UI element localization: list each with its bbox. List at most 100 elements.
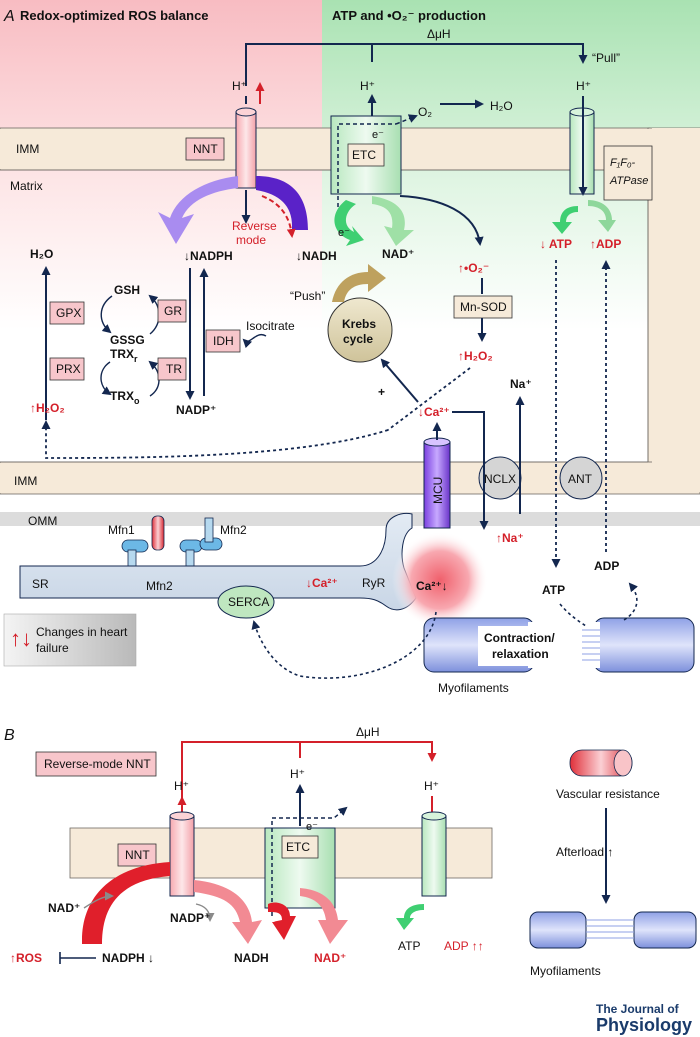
nad-b-in-arrow [83,891,114,909]
proton-motive-loop [245,43,588,86]
nnt-b-label: NNT [125,848,150,862]
atpase-label-1: F₁F₀- [610,157,636,169]
tr-label: TR [166,362,182,376]
nadph-b-flux [82,862,170,944]
mcu-label: MCU [431,477,445,504]
legend-text-2: failure [36,641,69,655]
etc-superoxide-arrow [399,195,484,246]
h-plus-etc-b: H⁺ [290,767,305,781]
e-minus-b-lower: e⁻ [270,913,282,925]
vascular-label: Vascular resistance [556,787,660,801]
atpase-b [421,811,447,897]
gpx-cycle-arrow [100,295,113,334]
plus-label: + [378,385,385,399]
atp-b: ATP [398,939,420,953]
ryr-label: RyR [362,576,386,590]
prx-cycle-arrow [100,361,112,396]
nadh-b-flux [194,880,262,944]
delta-mu-h: ΔμH [427,27,451,41]
ros-up: ↑ROS [10,951,42,965]
adp-up: ↑ADP [590,237,621,251]
idh-label: IDH [213,334,234,348]
nadph-b: NADPH ↓ [102,951,154,965]
nadh-down: ↓NADH [296,249,337,263]
legend-box [3,613,137,667]
ca-to-krebs-arrow [380,358,419,403]
krebs-label-2: cycle [343,332,373,346]
etc-complex [330,114,418,214]
contraction-label-1: Contraction/ [484,631,555,645]
mcu-channel [423,437,451,529]
reverse-mode-arrow [261,195,296,238]
panel-b-label: B [4,727,15,744]
nad-plus-a: NAD⁺ [382,247,414,261]
o2-label: O₂ [418,105,432,119]
legend-arrows: ↑↓ [10,626,32,651]
delta-mu-h-b-loop [181,741,437,808]
nadp-plus-a: NADP⁺ [176,403,216,417]
reverse-mode-nnt-box [35,751,157,777]
mfn2-top-label: Mfn2 [220,523,247,537]
h-plus-atpase: H⁺ [576,79,591,93]
gpx-label: GPX [56,306,81,320]
mfn1-label: Mfn1 [108,523,135,537]
reverse-mode-label-1: Reverse [232,219,277,233]
nnt-b-box [117,843,157,867]
push-label: “Push” [290,289,325,303]
h2o2-to-gpx-arrow [41,420,389,459]
atp-to-myo-arrow [559,603,587,627]
trx-o-label: TRXo [110,389,140,406]
reverse-mode-label-2: mode [236,233,266,247]
nadp-b-out-arrow [195,903,215,922]
header-atp: ATP and •O₂⁻ production [332,8,486,23]
atp-flux-arrow [552,206,578,234]
isocitrate-label: Isocitrate [246,319,295,333]
gpx-box [49,301,85,325]
prx-label: PRX [56,362,81,376]
pull-label: “Pull” [592,51,620,65]
isocitrate-arrow [242,333,267,349]
etc-b [264,806,348,916]
nadh-flux-arrow [256,176,308,230]
cytosolic-calcium-glow [392,532,488,628]
atpase-label-2: ATPase [609,175,648,187]
h2o-left: H₂O [30,247,53,261]
krebs-label-1: Krebs [342,317,376,331]
journal-line2: Physiology [596,1015,692,1035]
panel-a-label: A [3,8,15,25]
nnt-transporter [235,107,257,189]
atp-cyto: ATP [542,583,565,597]
etc-label: ETC [352,148,376,162]
sarcoplasmic-reticulum [19,513,417,611]
e-minus-etc-lower: e⁻ [338,227,350,239]
etc-electron-arrow [334,200,364,246]
delta-mu-h-b: ΔμH [356,725,380,739]
vascular-cylinder [569,749,633,777]
atp-down: ↓ ATP [540,237,572,251]
myofilaments-a-label: Myofilaments [438,681,509,695]
h-plus-nnt: H⁺ [232,79,247,93]
contraction-label-2: relaxation [492,647,549,661]
cyto-ca: Ca²⁺↓ [416,579,448,593]
myo-to-adp-arrow [623,582,638,621]
atp-b-flux [396,904,424,930]
mfn1-tether [121,515,165,581]
tr-box [157,357,187,381]
mfn2-bottom-label: Mfn2 [146,579,173,593]
push-arrow [332,264,386,302]
afterload-label: Afterload ↑ [556,845,613,859]
nadh-b: NADH [234,951,269,965]
h-plus-nnt-b: H⁺ [174,779,189,793]
mfn2-tether [179,517,223,581]
e-minus-etc: e⁻ [372,129,384,141]
prx-box [49,357,85,381]
nad-plus-red-b: NAD⁺ [314,951,346,965]
sr-label: SR [32,577,49,591]
nnt-box [185,137,225,161]
sr-ca-down: ↓Ca²⁺ [306,576,338,590]
trx-r-label: TRXr [110,347,138,364]
h2o-label: H₂O [490,99,513,113]
myofilaments-b-label: Myofilaments [530,964,601,978]
e-minus-b: e⁻ [306,821,318,833]
